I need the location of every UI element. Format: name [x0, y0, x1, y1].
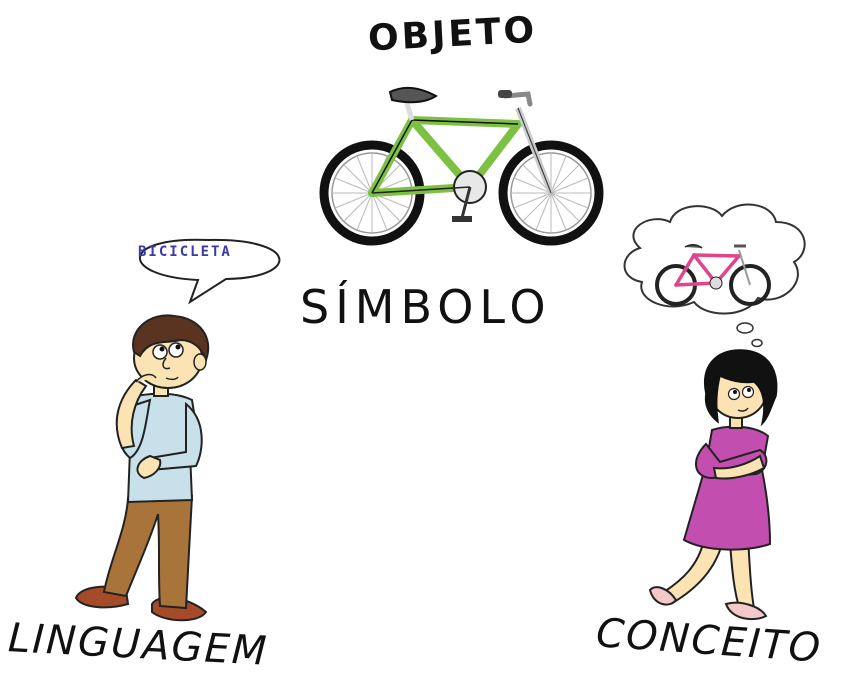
label-symbol: SÍMBOLO	[300, 280, 552, 334]
speech-bubble-text: BICICLETA	[138, 244, 232, 260]
speech-bubble-icon	[138, 238, 281, 305]
thought-bubble-icon	[623, 203, 806, 348]
bicycle-icon	[319, 86, 604, 246]
woman-figure	[648, 349, 778, 621]
thought-bicycle-icon	[655, 244, 771, 306]
man-figure	[74, 314, 210, 622]
